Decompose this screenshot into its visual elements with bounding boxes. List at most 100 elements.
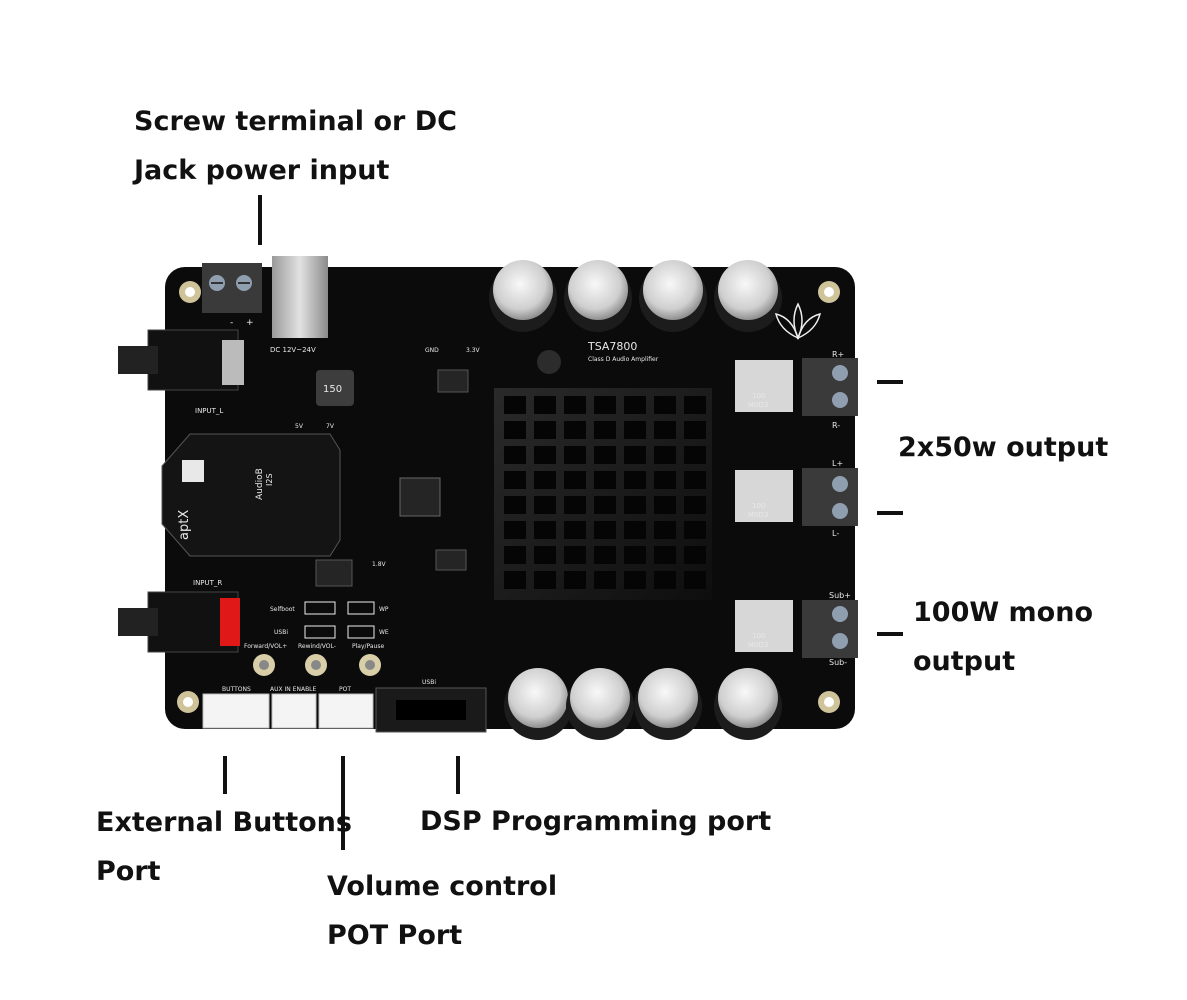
heatsink-fin bbox=[504, 396, 526, 414]
v18-label: 1.8V bbox=[372, 561, 387, 568]
heatsink-fin bbox=[684, 546, 706, 564]
heatsink-fin bbox=[534, 521, 556, 539]
heatsink-fin bbox=[624, 471, 646, 489]
callout-mono-output: 100W mono output bbox=[913, 588, 1093, 686]
module-name: AudioB bbox=[255, 468, 265, 500]
heatsink-fin bbox=[684, 571, 706, 589]
heatsink-fin bbox=[594, 471, 616, 489]
heatsink-fin bbox=[624, 496, 646, 514]
usbi-header-pins bbox=[396, 700, 466, 720]
callout-buttons-port: External Buttons Port bbox=[96, 798, 352, 896]
mounting-screw bbox=[537, 350, 561, 374]
heatsink-fin bbox=[654, 546, 676, 564]
heatsink-fin bbox=[504, 546, 526, 564]
dsp-chip bbox=[399, 477, 441, 517]
selfboot-jumper bbox=[304, 601, 336, 615]
board-model: TSA7800 bbox=[587, 340, 637, 353]
we-label: WE bbox=[379, 629, 389, 636]
we-jumper bbox=[347, 625, 375, 639]
heatsink-fin bbox=[564, 421, 586, 439]
leader-mono bbox=[877, 632, 903, 636]
heatsink-fin bbox=[654, 521, 676, 539]
heatsink-fin bbox=[654, 446, 676, 464]
out-r-minus-label: R- bbox=[832, 421, 840, 430]
aptx-module bbox=[161, 433, 341, 557]
heatsink-fin bbox=[534, 446, 556, 464]
power-minus-label: - bbox=[230, 318, 233, 328]
power-screw-terminal bbox=[202, 263, 262, 313]
callout-power-line1: Screw terminal or DC bbox=[134, 106, 457, 137]
heatsink-fin bbox=[534, 471, 556, 489]
heatsink-fin bbox=[534, 571, 556, 589]
out-sub-minus-label: Sub- bbox=[829, 658, 847, 667]
capacitor-top bbox=[638, 668, 698, 728]
heatsink-fin bbox=[624, 421, 646, 439]
input-r-label: INPUT_R bbox=[193, 579, 222, 587]
heatsink-fin bbox=[534, 421, 556, 439]
heatsink-fin bbox=[594, 521, 616, 539]
heatsink-fin bbox=[624, 521, 646, 539]
heatsink-fin bbox=[654, 421, 676, 439]
heatsink-fin bbox=[654, 496, 676, 514]
capacitor-top bbox=[508, 668, 568, 728]
usbi-jumper-label: USBi bbox=[274, 629, 288, 636]
power-plus-label: + bbox=[246, 318, 254, 328]
leader-pot bbox=[341, 756, 345, 850]
btn-forward-label: Forward/VOL+ bbox=[244, 643, 287, 650]
callout-pot-port: Volume control POT Port bbox=[327, 862, 557, 960]
capacitor-top bbox=[493, 260, 553, 320]
selfboot-label: Selfboot bbox=[270, 606, 295, 613]
heatsink-fin bbox=[504, 446, 526, 464]
heatsink-fin bbox=[504, 496, 526, 514]
callout-mono-line2: output bbox=[913, 646, 1016, 677]
choke-marking-l: M0D3 bbox=[748, 511, 768, 519]
eeprom-chip bbox=[435, 549, 467, 571]
heatsink-fin bbox=[624, 446, 646, 464]
heatsink-fin bbox=[504, 571, 526, 589]
out-l-minus-label: L- bbox=[832, 529, 839, 538]
out-r-plus-label: R+ bbox=[832, 350, 844, 359]
heatsink-fin bbox=[594, 496, 616, 514]
heatsink-fin bbox=[684, 446, 706, 464]
amp-chip bbox=[315, 559, 353, 587]
heatsink-fin bbox=[684, 521, 706, 539]
heatsink-fin bbox=[504, 521, 526, 539]
heatsink-fin bbox=[564, 446, 586, 464]
heatsink bbox=[494, 388, 712, 600]
capacitor-top bbox=[718, 260, 778, 320]
hdr-buttons-label: BUTTONS bbox=[222, 686, 251, 693]
heatsink-fin bbox=[684, 471, 706, 489]
buttons-header bbox=[202, 693, 270, 729]
module-sub: I2S bbox=[265, 473, 274, 486]
heatsink-fin bbox=[534, 496, 556, 514]
heatsink-fin bbox=[564, 471, 586, 489]
leader-buttons bbox=[223, 756, 227, 794]
heatsink-fin bbox=[504, 471, 526, 489]
callout-power-input: Screw terminal or DC Jack power input bbox=[134, 97, 457, 195]
power-inductor bbox=[316, 370, 354, 406]
capacitor-top bbox=[568, 260, 628, 320]
leader-out-r bbox=[877, 380, 903, 384]
heatsink-fin bbox=[594, 396, 616, 414]
stereo-output-left bbox=[735, 468, 858, 526]
heatsink-fin bbox=[654, 471, 676, 489]
module-brand: aptX bbox=[177, 510, 192, 540]
choke-code-sub: 100 bbox=[752, 632, 765, 640]
heatsink-fin bbox=[594, 546, 616, 564]
heatsink-fin bbox=[564, 571, 586, 589]
heatsink-fin bbox=[564, 396, 586, 414]
heatsink-fin bbox=[594, 421, 616, 439]
heatsink-fin bbox=[684, 496, 706, 514]
heatsink-fin bbox=[564, 521, 586, 539]
regulator-chip bbox=[437, 369, 469, 393]
leader-out-l bbox=[877, 511, 903, 515]
wp-label: WP bbox=[379, 606, 389, 613]
callout-buttons-line1: External Buttons bbox=[96, 807, 352, 838]
heatsink-fin bbox=[534, 396, 556, 414]
heatsink-fin bbox=[564, 546, 586, 564]
hdr-usbi-label: USBi bbox=[422, 679, 436, 686]
heatsink-fin bbox=[654, 571, 676, 589]
choke-code-r: 100 bbox=[752, 392, 765, 400]
dc-jack bbox=[272, 256, 328, 338]
